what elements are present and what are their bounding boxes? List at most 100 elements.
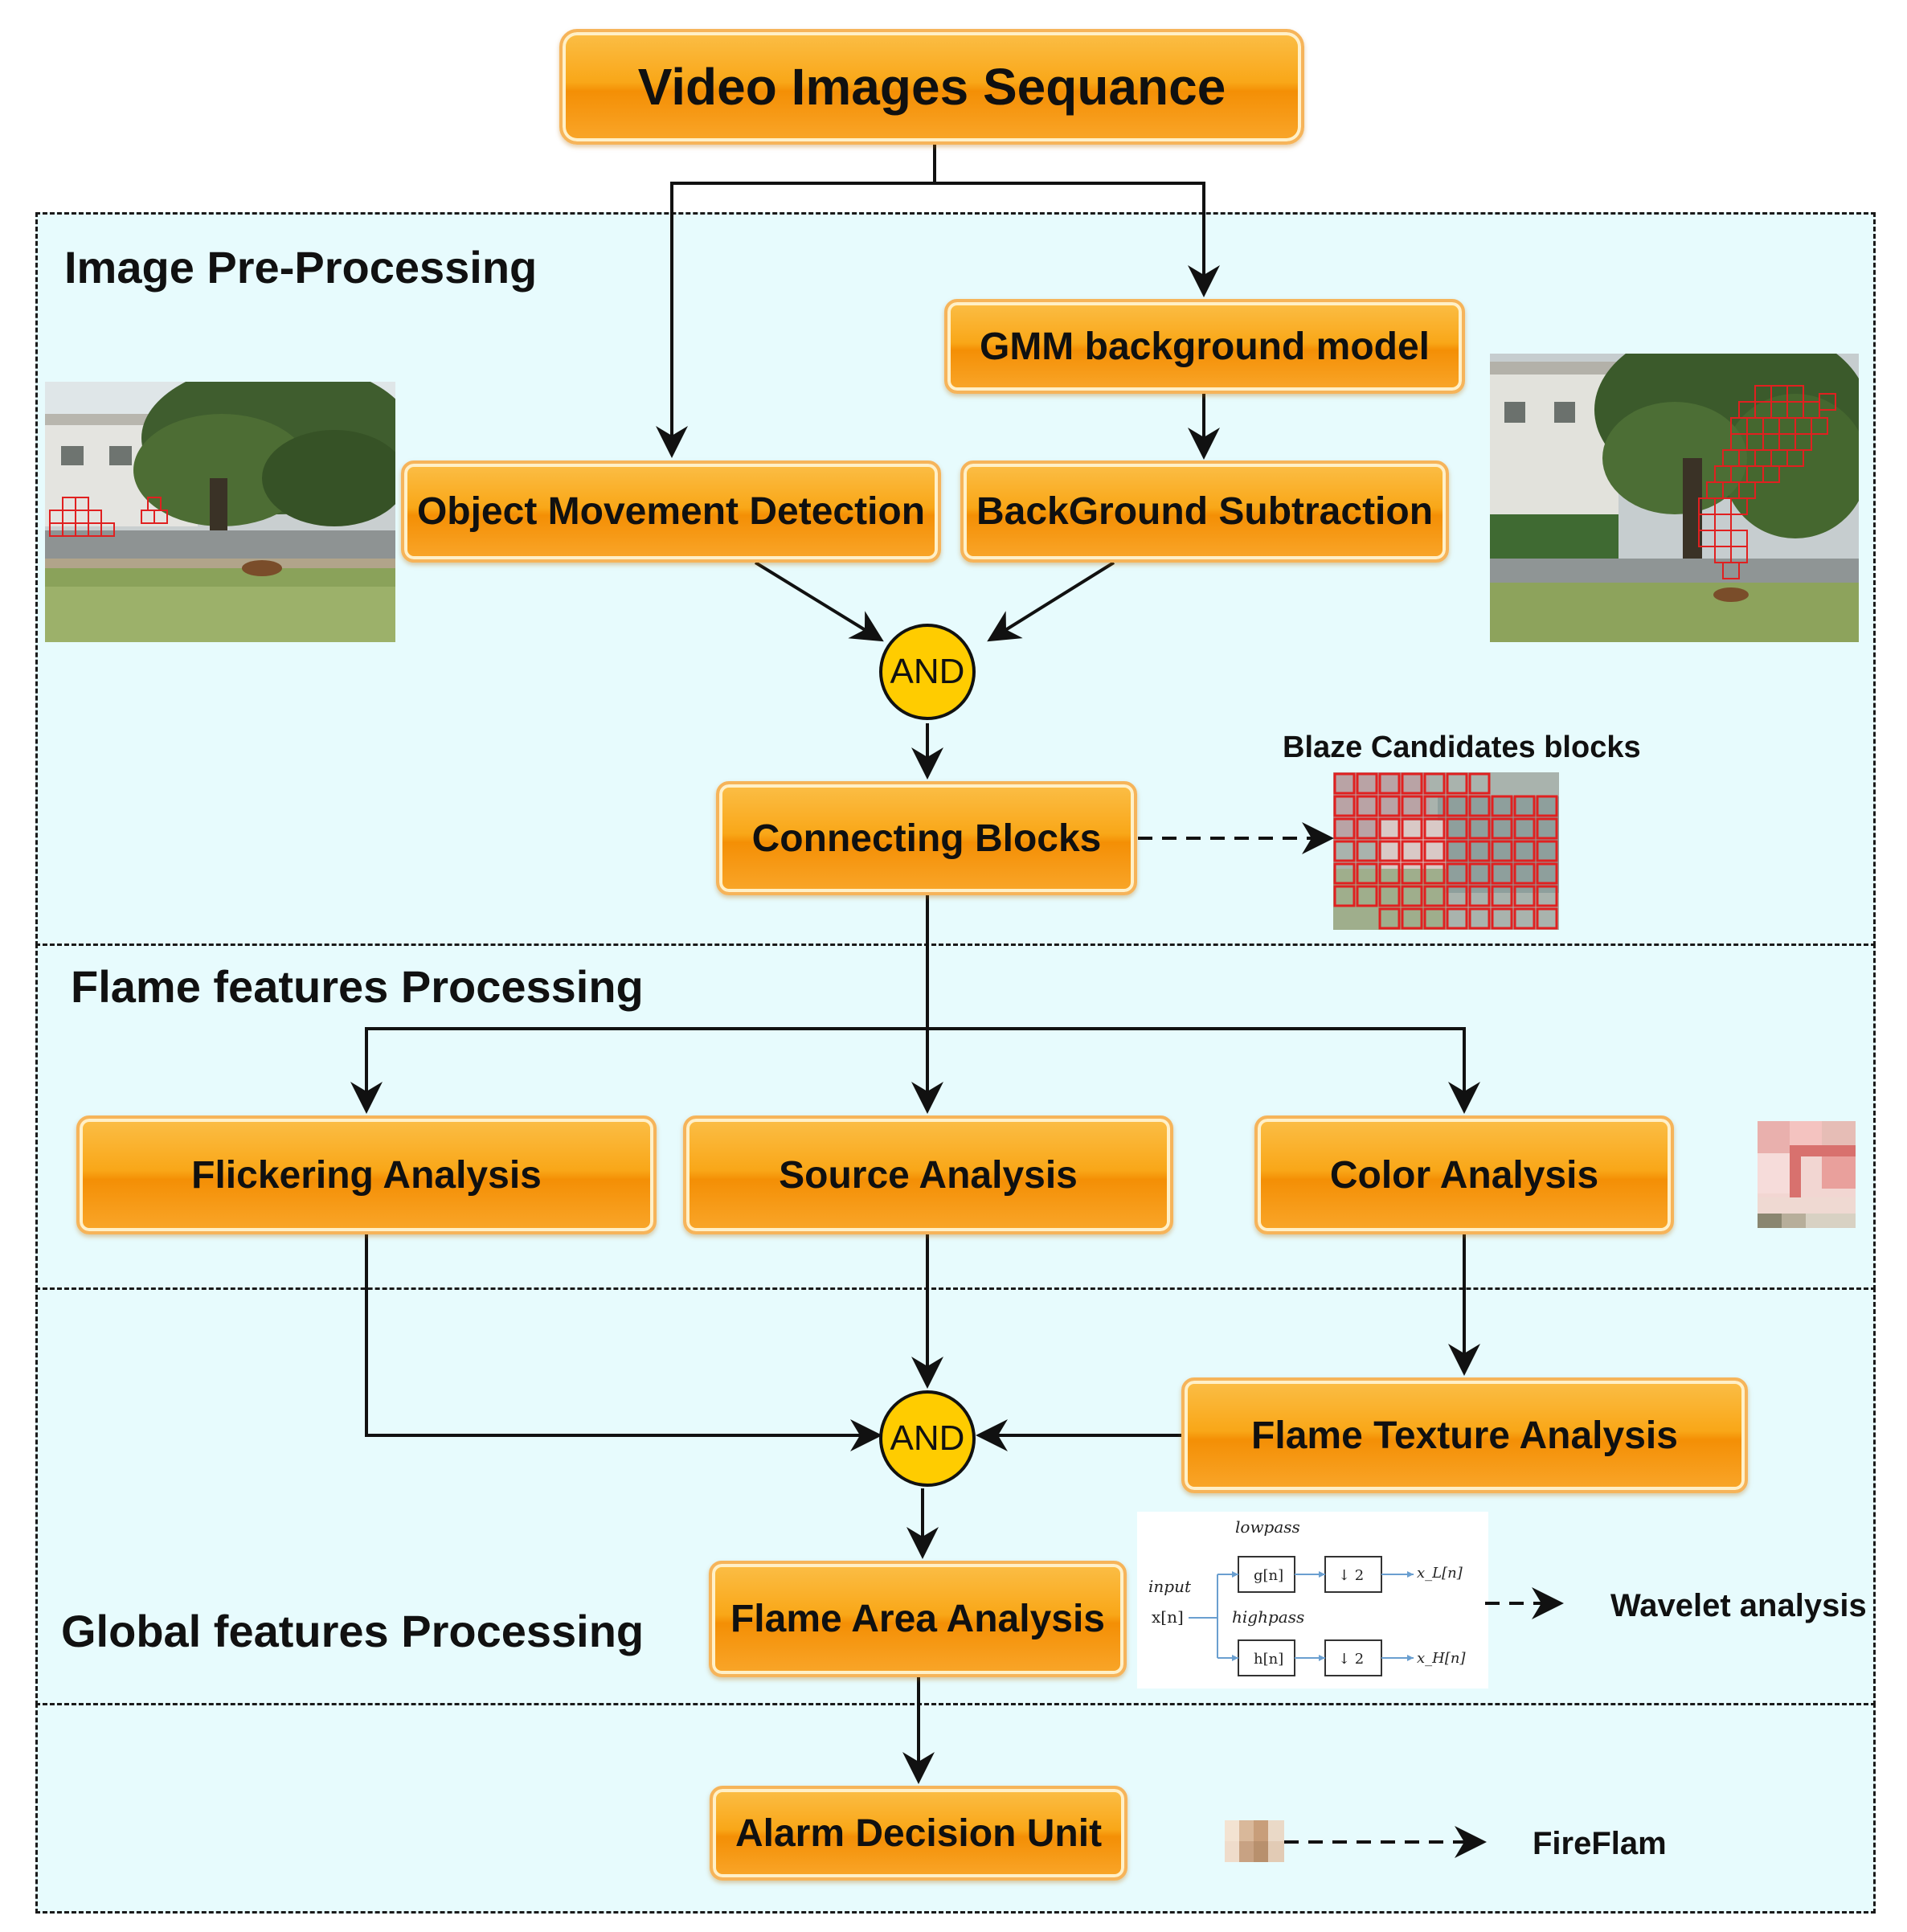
blaze-block: [1401, 772, 1423, 795]
blaze-block: [1356, 795, 1378, 817]
blaze-block: [1401, 817, 1423, 840]
color-patch-image: [1758, 1121, 1856, 1228]
background-subtraction-box[interactable]: BackGround Subtraction: [960, 460, 1449, 563]
section-title-flame: Flame features Processing: [71, 961, 644, 1012]
blaze-block: [1491, 795, 1513, 817]
blaze-block: [1356, 840, 1378, 862]
arrow-top-split: [656, 145, 936, 458]
blaze-block: [1356, 817, 1378, 840]
blaze-block: [1333, 862, 1356, 885]
arrow-object-to-and: [754, 561, 884, 642]
blaze-block: [1536, 817, 1558, 840]
color-analysis-box[interactable]: Color Analysis: [1254, 1115, 1674, 1234]
blaze-block: [1401, 885, 1423, 907]
section-title-preprocessing: Image Pre-Processing: [64, 242, 538, 293]
video-images-sequence-box[interactable]: Video Images Sequance: [559, 29, 1304, 145]
blaze-block: [1536, 795, 1558, 817]
blaze-block: [1401, 840, 1423, 862]
blaze-block: [1378, 840, 1401, 862]
wavelet-out-high: x_H[n]: [1417, 1650, 1466, 1667]
wavelet-downsample-low: ↓ 2: [1338, 1567, 1364, 1584]
blaze-block: [1491, 907, 1513, 930]
arrow-flickering-to-and: [365, 1234, 882, 1451]
connecting-blocks-box[interactable]: Connecting Blocks: [716, 781, 1137, 895]
blaze-block: [1446, 885, 1468, 907]
blaze-block: [1333, 795, 1356, 817]
blaze-block: [1378, 817, 1401, 840]
blaze-block: [1333, 840, 1356, 862]
blaze-block: [1446, 907, 1468, 930]
blaze-block: [1333, 817, 1356, 840]
blaze-block: [1423, 840, 1446, 862]
blaze-block: [1423, 862, 1446, 885]
blaze-block: [1468, 885, 1491, 907]
alarm-decision-unit-box[interactable]: Alarm Decision Unit: [710, 1786, 1127, 1881]
and-gate-top: AND: [879, 624, 976, 720]
source-analysis-box[interactable]: Source Analysis: [683, 1115, 1173, 1234]
blaze-block: [1356, 885, 1378, 907]
section-title-global: Global features Processing: [61, 1606, 645, 1656]
blaze-block: [1491, 862, 1513, 885]
blaze-block: [1468, 840, 1491, 862]
blaze-grid-image: [1333, 772, 1559, 930]
blaze-block: [1333, 885, 1356, 907]
blaze-block: [1446, 772, 1468, 795]
blaze-block: [1356, 772, 1378, 795]
blaze-block: [1468, 907, 1491, 930]
blaze-block: [1513, 840, 1536, 862]
blaze-block: [1491, 885, 1513, 907]
and-gate-bottom: AND: [879, 1390, 976, 1487]
blaze-block: [1423, 772, 1446, 795]
blaze-block: [1468, 772, 1491, 795]
gmm-background-model-box[interactable]: GMM background model: [944, 299, 1465, 394]
fireflam-pixels: [1225, 1820, 1284, 1862]
blaze-candidates-label: Blaze Candidates blocks: [1283, 731, 1641, 764]
blaze-block: [1536, 862, 1558, 885]
wavelet-input-signal: x[n]: [1152, 1607, 1184, 1627]
blaze-block: [1468, 817, 1491, 840]
blaze-block: [1423, 885, 1446, 907]
flickering-analysis-box[interactable]: Flickering Analysis: [76, 1115, 657, 1234]
wavelet-filter-bank: lowpass highpass input x[n] g[n] h[n] ↓ …: [1148, 1517, 1466, 1676]
wavelet-highpass-label: highpass: [1232, 1607, 1304, 1627]
blaze-block: [1333, 772, 1356, 795]
scene-left-image: [45, 382, 395, 642]
blaze-block: [1378, 907, 1401, 930]
blaze-block: [1446, 862, 1468, 885]
arrow-to-flickering: [350, 1027, 927, 1114]
blaze-candidates-image: [1333, 772, 1559, 930]
blaze-block: [1491, 817, 1513, 840]
blaze-block: [1536, 840, 1558, 862]
scene-right-image: [1490, 354, 1859, 642]
blaze-block: [1536, 907, 1558, 930]
blaze-block: [1356, 862, 1378, 885]
blaze-block: [1401, 907, 1423, 930]
blaze-block: [1491, 840, 1513, 862]
arrow-bgsub-to-and: [987, 561, 1115, 642]
blaze-block: [1536, 885, 1558, 907]
blaze-block: [1513, 862, 1536, 885]
object-movement-detection-box[interactable]: Object Movement Detection: [401, 460, 941, 563]
blaze-block: [1378, 885, 1401, 907]
flame-texture-analysis-box[interactable]: Flame Texture Analysis: [1181, 1377, 1748, 1493]
blaze-block: [1468, 862, 1491, 885]
color-patch-pixels: [1758, 1121, 1856, 1228]
wavelet-diagram: lowpass highpass input x[n] g[n] h[n] ↓ …: [1137, 1512, 1488, 1688]
blaze-block: [1401, 862, 1423, 885]
scene-photo-right: [1490, 354, 1859, 642]
wavelet-g-filter: g[n]: [1254, 1567, 1283, 1584]
blaze-block: [1378, 772, 1401, 795]
arrow-to-gmm: [935, 182, 1220, 297]
blaze-block: [1378, 795, 1401, 817]
blaze-block: [1446, 840, 1468, 862]
wavelet-lowpass-label: lowpass: [1235, 1517, 1300, 1537]
blaze-block: [1446, 795, 1468, 817]
flame-area-analysis-box[interactable]: Flame Area Analysis: [709, 1561, 1127, 1677]
blaze-block: [1378, 862, 1401, 885]
blaze-block: [1513, 817, 1536, 840]
blaze-block: [1513, 885, 1536, 907]
wavelet-input-label: input: [1148, 1577, 1192, 1596]
blaze-block: [1423, 817, 1446, 840]
blaze-block: [1423, 907, 1446, 930]
